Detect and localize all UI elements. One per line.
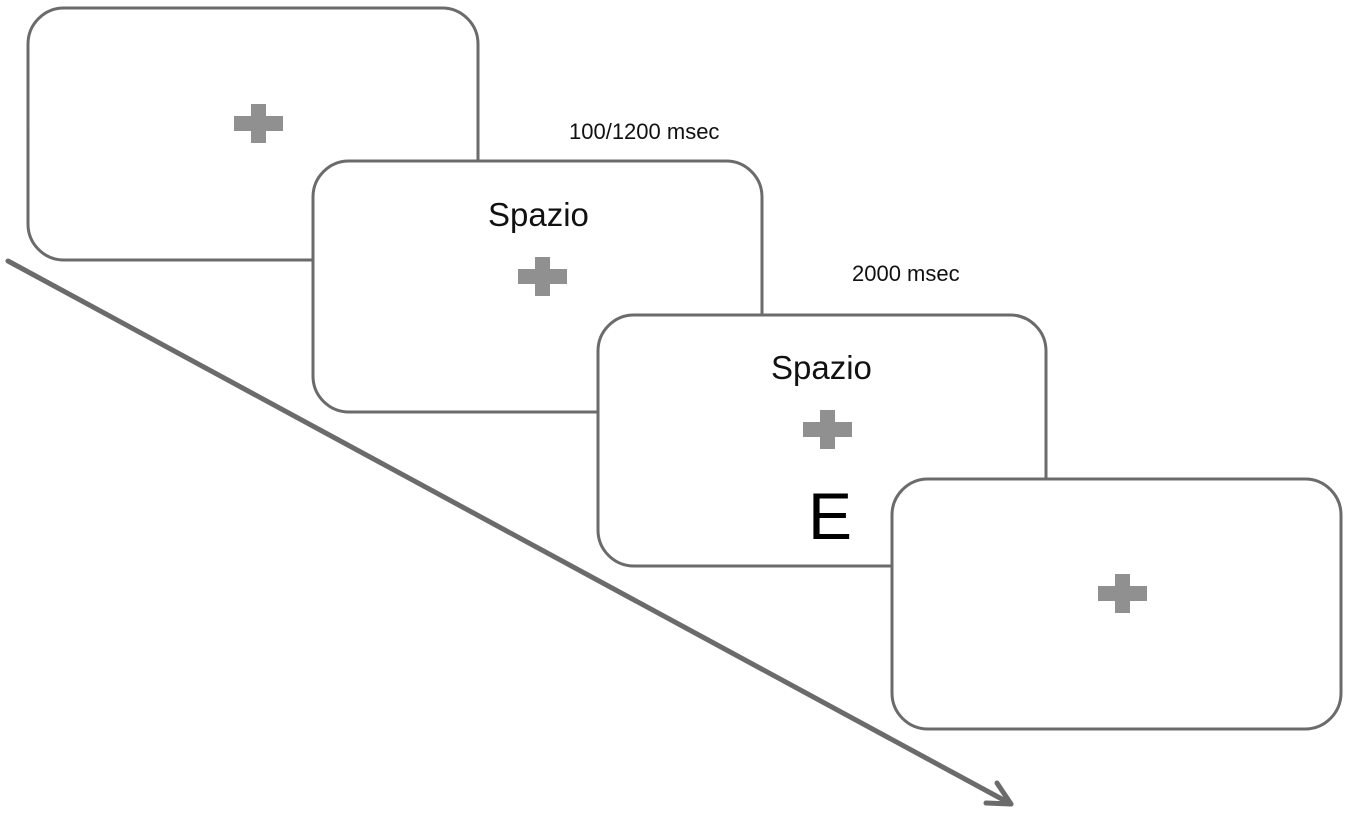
fixation-cross-icon (1098, 574, 1147, 613)
time-arrow-icon (5, 258, 1014, 807)
fixation-cross-icon (803, 410, 852, 449)
cue-word: Spazio (488, 196, 589, 233)
frame-post-fixation (890, 477, 1343, 731)
cue-word: Spazio (771, 349, 872, 386)
target-duration-label: 2000 msec (852, 261, 960, 286)
target-letter: E (808, 479, 852, 553)
cue-duration-label: 100/1200 msec (569, 119, 719, 144)
fixation-cross-icon (234, 104, 283, 143)
fixation-cross-icon (518, 257, 567, 296)
